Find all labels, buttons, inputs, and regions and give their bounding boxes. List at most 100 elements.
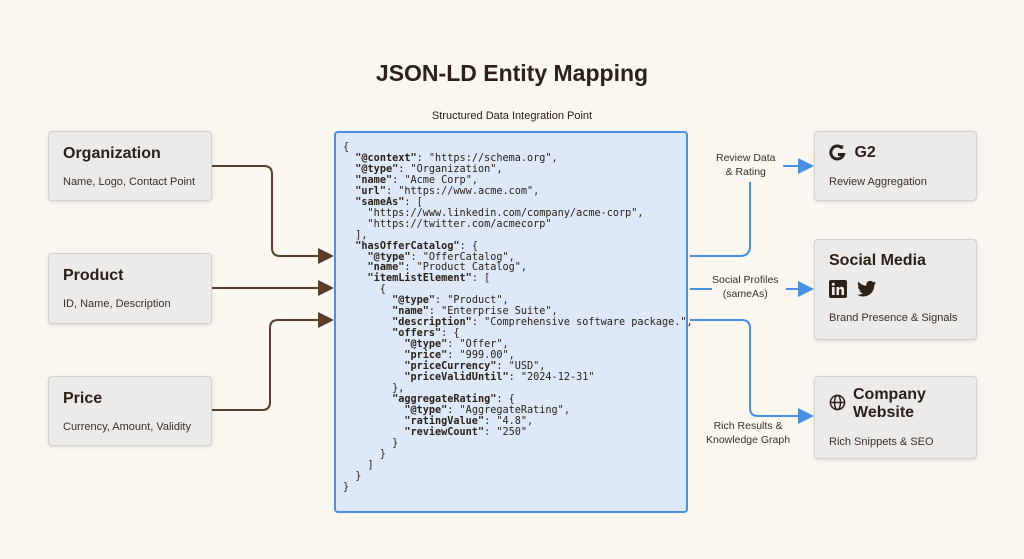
code-text — [343, 153, 355, 164]
code-text — [343, 394, 392, 405]
globe-icon — [829, 394, 846, 411]
node-title: Company Website — [853, 386, 926, 421]
code-key: "description" — [392, 317, 472, 329]
code-text — [343, 295, 392, 306]
code-line: ], — [343, 229, 693, 242]
code-value: : "Organization", — [398, 163, 503, 175]
node-desc: Rich Snippets & SEO — [829, 436, 934, 448]
code-value: : { — [441, 328, 460, 340]
code-line: { — [343, 284, 693, 296]
code-value: : "https://schema.org", — [416, 152, 558, 164]
linkedin-icon — [829, 280, 847, 298]
code-line: "@context": "https://schema.org", — [343, 152, 693, 165]
twitter-icon — [857, 280, 877, 297]
code-line: "name": "Product Catalog", — [343, 263, 693, 274]
code-value: : [ — [404, 196, 423, 208]
code-key: "reviewCount" — [404, 426, 485, 438]
edge-label-social: Social Profiles (sameAs) — [712, 273, 779, 301]
code-key: "@type" — [355, 163, 399, 175]
code-text — [343, 241, 355, 252]
node-title: Price — [63, 390, 103, 407]
code-line: { — [343, 142, 693, 154]
code-text — [343, 252, 368, 263]
code-text: ] — [343, 459, 374, 471]
code-value: : "OfferCatalog", — [410, 251, 515, 263]
code-value: : "250" — [484, 426, 528, 438]
svg-text:2: 2 — [841, 145, 844, 151]
code-text: }, — [343, 382, 405, 394]
json-ld-code-block: { "@context": "https://schema.org", "@ty… — [334, 131, 693, 513]
code-line: "itemListElement": [ — [343, 273, 693, 285]
code-key: "@type" — [367, 251, 411, 263]
code-key: "name" — [392, 306, 429, 318]
code-key: "itemListElement" — [367, 273, 472, 285]
edge-g2 — [690, 182, 751, 257]
code-line: "description": "Comprehensive software p… — [343, 317, 693, 329]
code-text: } — [343, 448, 386, 460]
code-line: "@type": "Product", — [343, 295, 693, 307]
diagram-title: JSON-LD Entity Mapping — [375, 60, 649, 86]
code-line: "@type": "Offer", — [343, 339, 693, 351]
node-desc: Brand Presence & Signals — [829, 312, 958, 324]
node-title: Social Media — [829, 252, 926, 269]
code-line: "@type": "OfferCatalog", — [343, 251, 693, 264]
code-key: "aggregateRating" — [392, 393, 497, 405]
code-line: "https://twitter.com/acmecorp" — [343, 219, 693, 231]
node-title: G2 — [854, 144, 876, 161]
code-line: ] — [343, 459, 693, 472]
code-key: "price" — [404, 350, 448, 362]
code-key: "@type" — [404, 339, 448, 351]
code-text — [343, 427, 404, 438]
code-text: } — [343, 437, 399, 449]
code-text — [343, 361, 404, 372]
code-text — [343, 175, 355, 186]
code-text — [343, 262, 368, 273]
code-value: : "AggregateRating", — [447, 404, 570, 416]
code-value: : "4.8", — [484, 415, 534, 427]
code-line: "@type": "AggregateRating", — [343, 404, 693, 417]
code-line: "reviewCount": "250" — [343, 426, 693, 439]
code-line: "url": "https://www.acme.com", — [343, 185, 693, 198]
code-text — [343, 164, 355, 175]
code-line: "@type": "Organization", — [343, 163, 693, 176]
code-value: : "999.00", — [447, 350, 515, 362]
code-value: : "Offer", — [447, 339, 509, 351]
code-text — [343, 306, 392, 317]
code-text: } — [343, 470, 362, 482]
code-value: : "https://www.acme.com", — [385, 185, 540, 197]
node-title: Product — [63, 267, 124, 284]
edge-organization — [210, 165, 334, 264]
node-desc: ID, Name, Description — [63, 298, 171, 310]
code-line: } — [343, 481, 693, 494]
code-text — [343, 405, 404, 416]
code-line: "hasOfferCatalog": { — [343, 241, 693, 253]
code-line: "https://www.linkedin.com/company/acme-c… — [343, 208, 693, 220]
code-key: "@context" — [355, 152, 417, 164]
node-desc: Currency, Amount, Validity — [63, 421, 191, 433]
code-line: "sameAs": [ — [343, 196, 693, 209]
code-line: "priceCurrency": "USD", — [343, 361, 693, 373]
code-key: "url" — [355, 185, 386, 197]
code-line: "ratingValue": "4.8", — [343, 415, 693, 428]
edge-label-review: Review Data & Rating — [716, 151, 776, 179]
code-text — [343, 350, 404, 361]
code-key: "name" — [355, 174, 393, 186]
code-text: } — [343, 481, 350, 493]
code-key: "@type" — [404, 404, 448, 416]
code-line: "name": "Acme Corp", — [343, 174, 693, 187]
code-value: : "Comprehensive software package.", — [471, 317, 693, 329]
code-line: }, — [343, 382, 693, 395]
code-text: ], — [343, 229, 368, 241]
code-text: { "@context": "https://schema.org", "@ty… — [343, 142, 693, 494]
node-title: Organization — [63, 145, 161, 162]
code-text — [343, 273, 368, 284]
code-text — [343, 317, 392, 328]
code-value: : { — [496, 393, 515, 405]
edge-price — [210, 312, 334, 411]
code-key: "priceValidUntil" — [404, 372, 509, 384]
organization-node: Organization Name, Logo, Contact Point — [48, 131, 212, 201]
code-text — [343, 186, 355, 197]
code-key: "@type" — [392, 295, 436, 307]
node-desc: Review Aggregation — [829, 176, 927, 188]
